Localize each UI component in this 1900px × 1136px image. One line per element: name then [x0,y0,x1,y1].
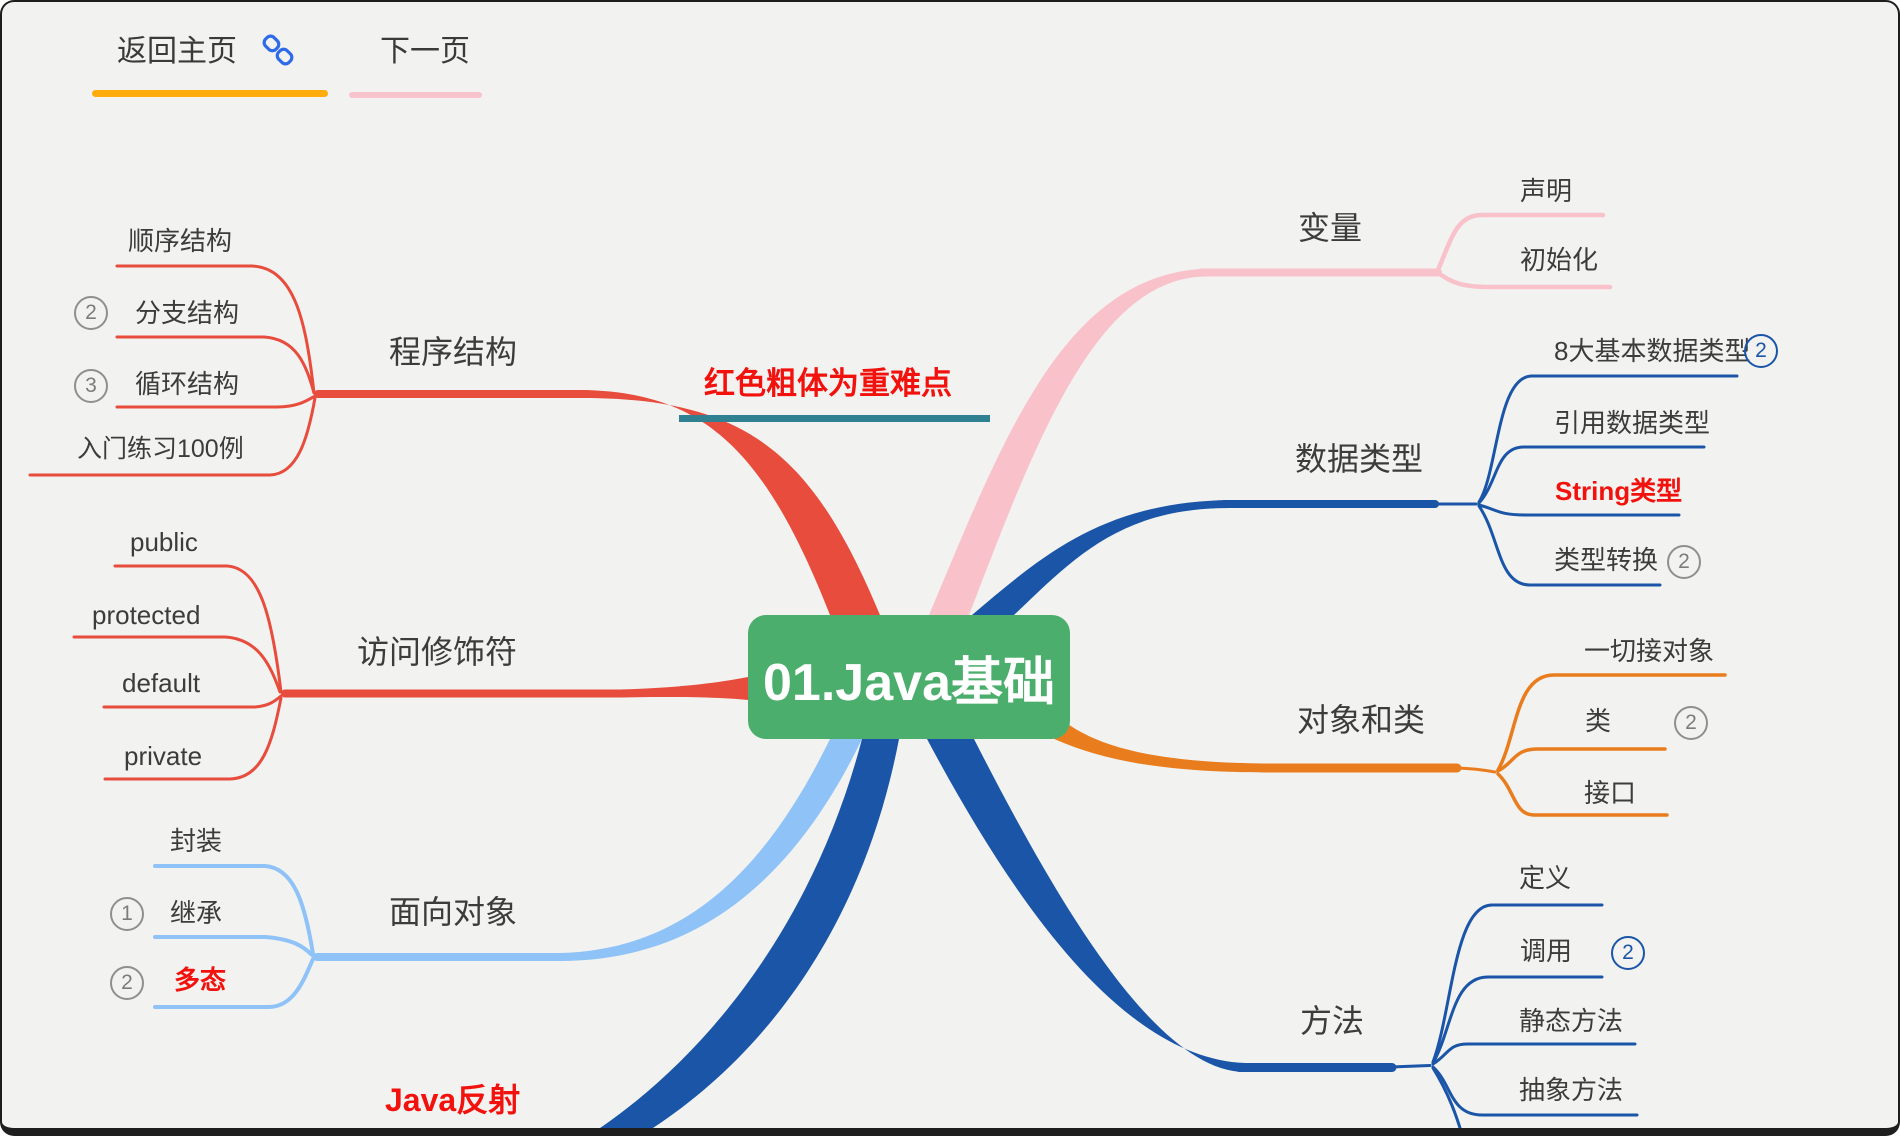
child-default[interactable]: default [122,668,201,698]
child-everything-object[interactable]: 一切接对象 [1584,636,1715,666]
child-line-abstract-method [1431,1065,1639,1117]
child-line-encapsulation [153,864,315,956]
badge-invoke[interactable]: 2 [1611,936,1645,970]
branch-curve-offscreen [600,739,899,1128]
branch-methods[interactable]: 方法 [1300,1003,1365,1039]
child-sequence-structure[interactable]: 顺序结构 [128,226,233,256]
branch-data-types[interactable]: 数据类型 [1295,441,1424,477]
link-icon [262,34,294,66]
badge-class[interactable]: 2 [1674,706,1708,740]
child-line-public [113,564,283,694]
child-line-invoke [1431,975,1604,1065]
child-primitive-types[interactable]: 8大基本数据类型 [1554,336,1751,366]
child-string-type[interactable]: String类型 [1555,476,1683,506]
child-initialize[interactable]: 初始化 [1520,245,1599,275]
branch-curve-program-structure [582,390,880,615]
legend-underline [679,415,990,422]
nav-next-link[interactable]: 下一页 [380,35,470,68]
child-definition[interactable]: 定义 [1519,863,1572,893]
branch-variables[interactable]: 变量 [1298,210,1363,246]
child-line-inheritance [153,935,314,957]
nav-next-underline [349,92,482,98]
child-loop-structure[interactable]: 循环结构 [135,369,240,399]
badge-type-conversion[interactable]: 2 [1667,545,1701,579]
child-public[interactable]: public [130,527,198,557]
child-abstract-method[interactable]: 抽象方法 [1519,1075,1624,1105]
child-private[interactable]: private [124,741,203,771]
child-line-everything-object [1496,673,1727,772]
child-type-conversion[interactable]: 类型转换 [1554,545,1659,575]
badge-branching-structure[interactable]: 2 [74,296,108,330]
nav-back-underline [92,90,328,97]
child-line-practice [28,396,317,477]
branch-curve-methods [927,739,1245,1072]
child-encapsulation[interactable]: 封装 [170,826,223,856]
branch-access-modifiers[interactable]: 访问修饰符 [357,634,518,670]
child-line-offscreen-method [1431,1066,1462,1128]
child-interface[interactable]: 接口 [1584,778,1637,808]
child-line-loop [115,394,317,409]
branch-curve-oop [560,739,862,961]
child-invoke[interactable]: 调用 [1520,936,1573,966]
child-line-default [102,694,283,709]
child-line-primitive-types [1477,374,1739,504]
child-line-interface [1496,772,1669,817]
branch-curve-variables [929,268,1207,615]
child-inheritance[interactable]: 继承 [170,898,223,928]
child-line-string-type [1477,503,1681,517]
branch-curve-access-modifiers [620,677,748,700]
badge-polymorphism[interactable]: 2 [110,966,144,1000]
legend-note[interactable]: 红色粗体为重难点 [704,366,952,401]
branch-line-objects-classes-tail [1455,766,1497,774]
badge-inheritance[interactable]: 1 [110,897,144,931]
child-line-sequence [115,264,316,395]
branch-program-structure[interactable]: 程序结构 [389,334,518,370]
child-line-definition [1431,903,1604,1064]
child-reference-types[interactable]: 引用数据类型 [1554,408,1711,438]
child-line-reference-types [1477,445,1706,505]
child-line-static-method [1431,1042,1637,1066]
child-practice-100[interactable]: 入门练习100例 [77,435,244,463]
central-topic-node[interactable]: 01.Java基础 [748,615,1070,739]
child-line-private [103,696,283,781]
child-line-initialize [1435,270,1613,290]
child-line-polymorphism [153,957,315,1009]
java-reflection-node[interactable]: Java反射 [385,1082,521,1118]
child-class[interactable]: 类 [1585,706,1612,736]
child-polymorphism[interactable]: 多态 [174,965,227,995]
child-line-type-conversion [1477,504,1662,587]
child-static-method[interactable]: 静态方法 [1519,1006,1624,1036]
branch-curve-objects-classes [1050,722,1270,773]
branch-curve-data-types [972,500,1230,615]
badge-loop-structure[interactable]: 3 [74,369,108,403]
child-branching-structure[interactable]: 分支结构 [135,298,240,328]
child-protected[interactable]: protected [92,600,201,630]
child-line-declare [1435,212,1606,273]
branch-objects-classes[interactable]: 对象和类 [1297,702,1426,738]
nav-back-link[interactable]: 返回主页 [117,35,237,68]
child-declare[interactable]: 声明 [1520,176,1573,206]
badge-primitive-types[interactable]: 2 [1744,334,1778,368]
child-line-branching [115,335,316,395]
branch-oop[interactable]: 面向对象 [389,894,518,930]
child-line-protected [72,635,282,694]
branch-line-methods-tail [1390,1064,1432,1069]
child-line-class [1496,747,1667,773]
